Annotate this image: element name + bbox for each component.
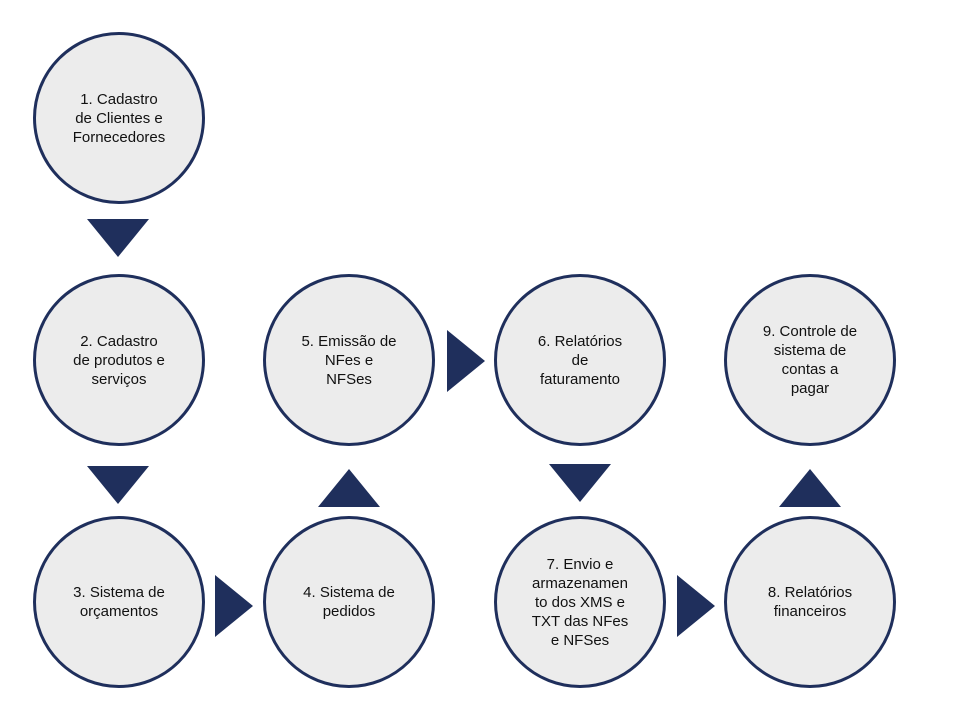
arrow-right-icon xyxy=(447,330,485,392)
node-2-cadastro-produtos: 2. Cadastro de produtos e serviços xyxy=(33,274,205,446)
node-5-emissao-nfes: 5. Emissão de NFes e NFSes xyxy=(263,274,435,446)
arrow-up-icon xyxy=(318,469,380,507)
node-3-sistema-orcamentos: 3. Sistema de orçamentos xyxy=(33,516,205,688)
node-8-label: 8. Relatórios financeiros xyxy=(767,584,853,620)
arrow-down-icon xyxy=(549,464,611,502)
node-9-controle-contas-pagar: 9. Controle de sistema de contas a pagar xyxy=(724,274,896,446)
node-6-label: 6. Relatórios de faturamento xyxy=(537,332,623,388)
node-3-label: 3. Sistema de orçamentos xyxy=(73,584,165,620)
node-7-label: 7. Envio e armazenamen to dos XMS e TXT … xyxy=(531,555,629,649)
node-2-label: 2. Cadastro de produtos e serviços xyxy=(73,332,165,388)
node-9-label: 9. Controle de sistema de contas a pagar xyxy=(762,323,858,397)
node-4-sistema-pedidos: 4. Sistema de pedidos xyxy=(263,516,435,688)
node-6-relatorios-faturamento: 6. Relatórios de faturamento xyxy=(494,274,666,446)
node-1-label: 1. Cadastro de Clientes e Fornecedores xyxy=(72,90,166,146)
node-4-label: 4. Sistema de pedidos xyxy=(303,584,395,620)
node-1-cadastro-clientes: 1. Cadastro de Clientes e Fornecedores xyxy=(33,32,205,204)
node-8-relatorios-financeiros: 8. Relatórios financeiros xyxy=(724,516,896,688)
arrow-down-icon xyxy=(87,219,149,257)
arrow-right-icon xyxy=(677,575,715,637)
arrow-right-icon xyxy=(215,575,253,637)
arrow-up-icon xyxy=(779,469,841,507)
node-7-envio-armazenamento: 7. Envio e armazenamen to dos XMS e TXT … xyxy=(494,516,666,688)
node-5-label: 5. Emissão de NFes e NFSes xyxy=(301,332,397,388)
arrow-down-icon xyxy=(87,466,149,504)
